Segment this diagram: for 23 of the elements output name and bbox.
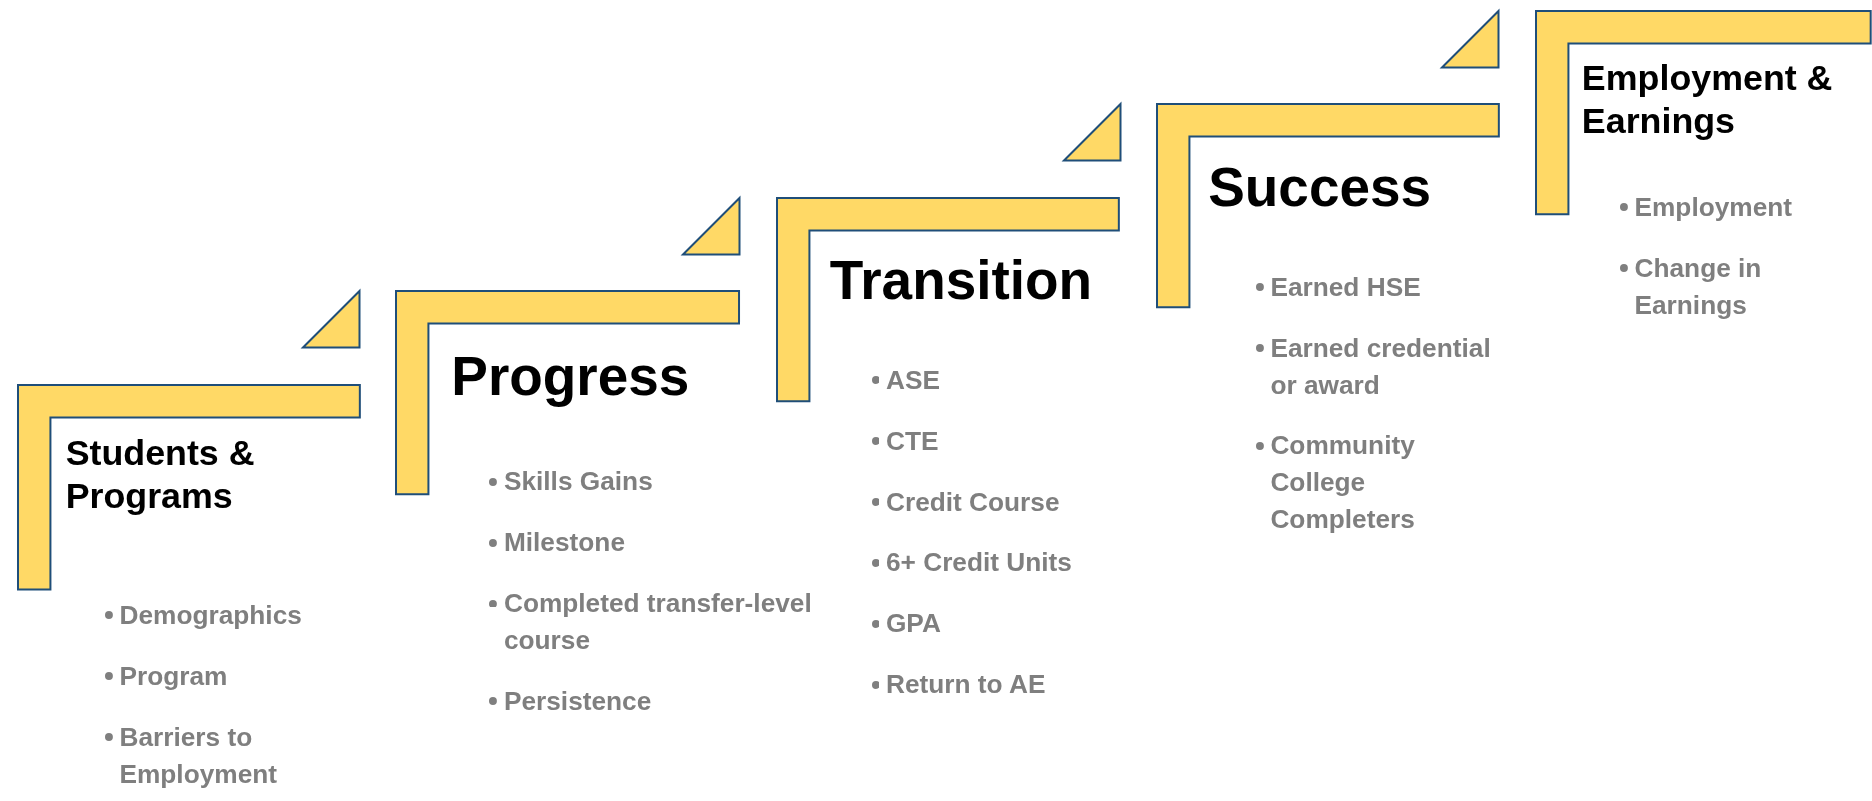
bullet-item: Barriers to Employment	[119, 720, 278, 791]
step-heading: Progress	[451, 343, 691, 409]
bullet-item: Community College Completers	[1270, 429, 1416, 537]
bullet-item: Milestone	[503, 526, 626, 560]
bullet-item: 6+ Credit Units	[885, 546, 1073, 580]
step-heading: Employment & Earnings	[1581, 57, 1834, 144]
bullet-item: ASE	[885, 363, 941, 397]
bullet-item: Program	[119, 659, 229, 693]
bullet-item: Persistence	[503, 684, 653, 718]
bullet-item: Earned credential or award	[1270, 331, 1492, 402]
bullet-item: Credit Course	[885, 485, 1061, 519]
bullet-item: Demographics	[119, 598, 303, 632]
step-heading: Transition	[829, 248, 1094, 314]
bullet-item: Earned HSE	[1270, 270, 1422, 304]
bullet-item: Return to AE	[885, 668, 1047, 702]
bullet-item: Change in Earnings	[1634, 251, 1763, 322]
bullet-item: GPA	[885, 607, 942, 641]
bullet-item: Completed transfer-level course	[503, 587, 812, 657]
bullet-item: Skills Gains	[503, 465, 654, 499]
bullet-item: Employment	[1634, 190, 1794, 224]
bullet-item: CTE	[885, 424, 940, 458]
step-heading: Students & Programs	[65, 432, 256, 519]
step-heading: Success	[1208, 155, 1433, 221]
